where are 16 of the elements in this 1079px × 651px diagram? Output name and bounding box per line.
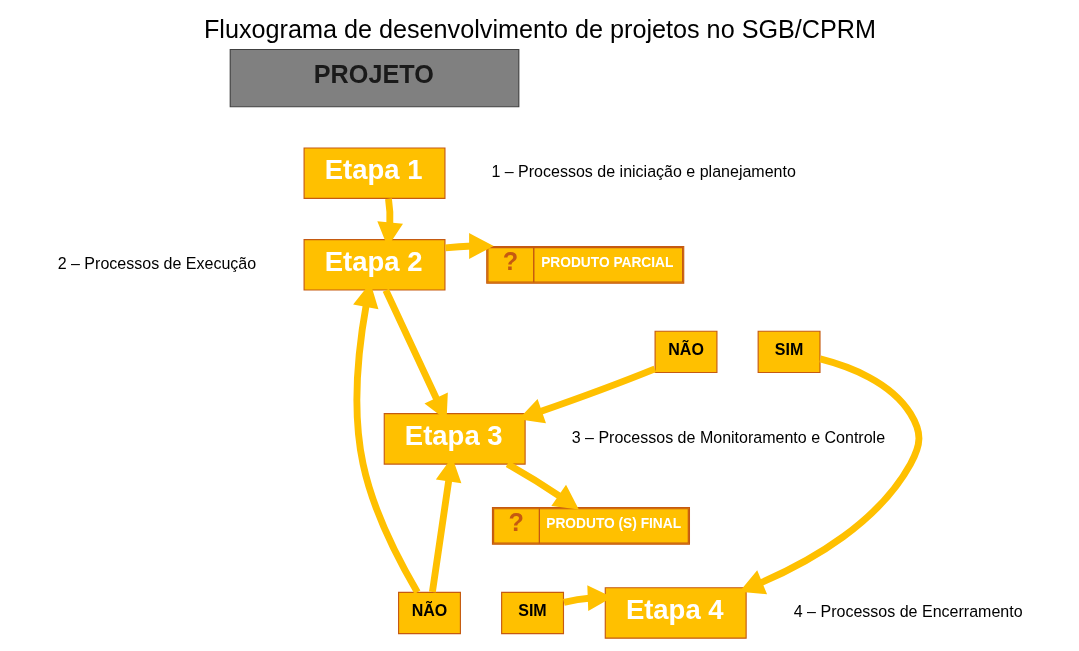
node-label: 4 – Processos de Encerramento [793,602,1023,621]
arrow [505,461,579,510]
node-label: 1 – Processos de iniciação e planejamento [490,162,796,181]
arrow [444,233,494,259]
node-box: Etapa 2 [303,239,446,291]
node-box: Etapa 3 [383,413,526,465]
node-box: SIM [757,330,821,374]
node-box: Etapa 1 [303,147,446,199]
node-label: 2 – Processos de Execução [57,254,256,273]
node-box: NÃO [397,591,461,635]
node-box: Etapa 4 [604,587,747,639]
diagram-title: Fluxograma de desenvolvimento de projetos no SGB/CPRM [203,14,876,43]
node-box: PROJETO [229,48,519,108]
node-box: NÃO [654,330,717,374]
node-box: SIM [500,591,564,635]
node-label: 3 – Processos de Monitoramento e Controle [571,428,885,447]
